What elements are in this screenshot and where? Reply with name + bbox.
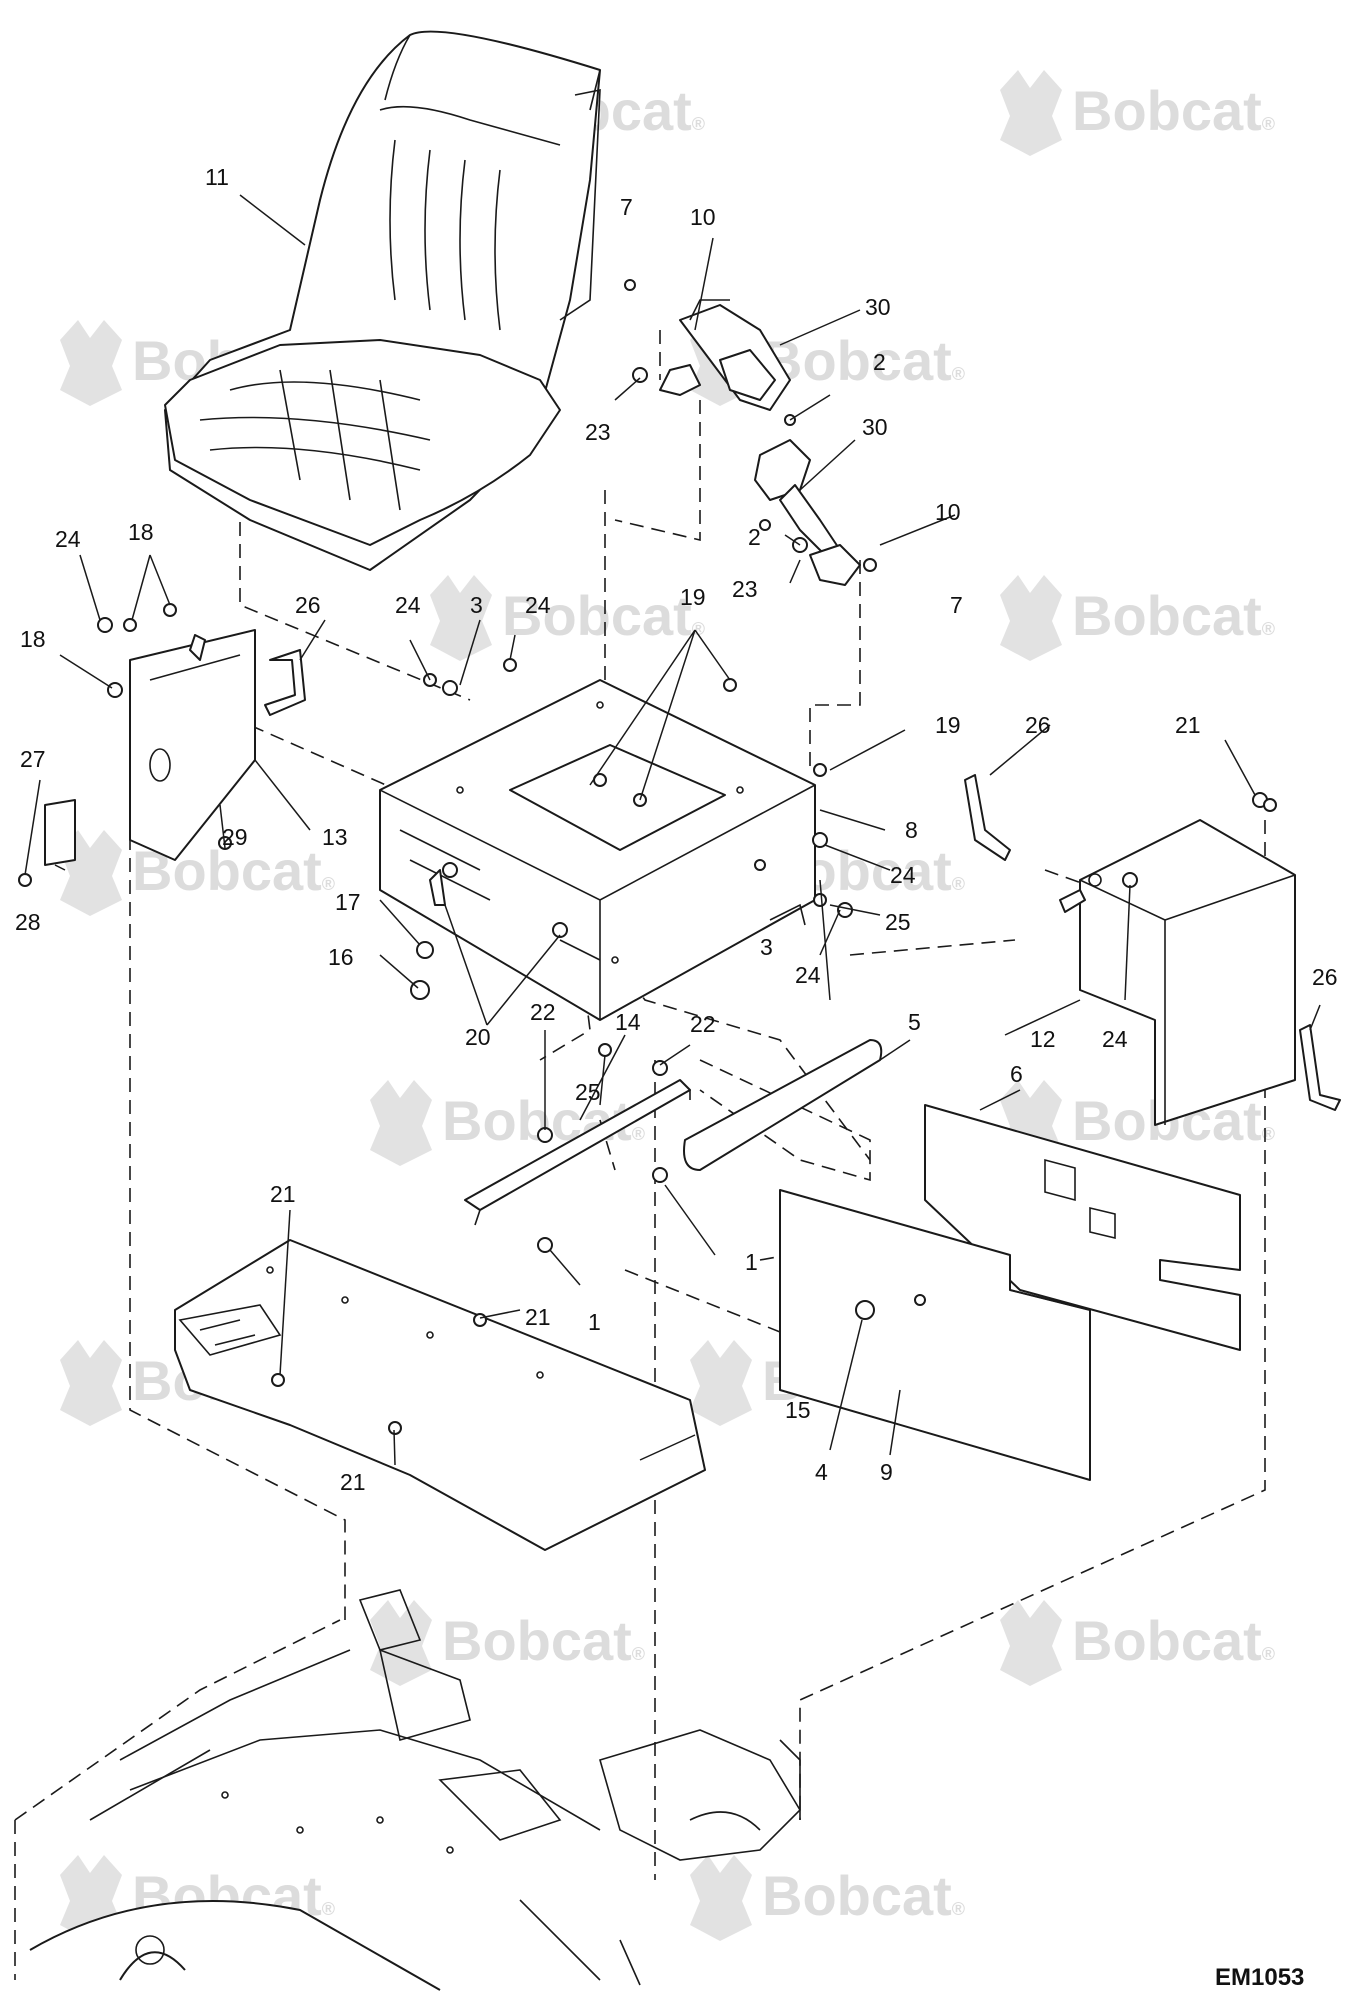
watermark-text: Bobcat®: [762, 329, 965, 392]
callout-label: 7: [620, 194, 633, 220]
callout-labels: 11 7 10 30 2 23 30 2 10 23 7 24 18 26 24…: [15, 164, 1338, 1495]
hardware: [18, 279, 1277, 1435]
belt-brackets[interactable]: [659, 364, 861, 586]
hook-bracket[interactable]: [1299, 1024, 1341, 1111]
callout-label: 30: [865, 294, 891, 320]
front-panel[interactable]: [779, 1189, 1091, 1481]
callout-label: 6: [1010, 1061, 1023, 1087]
bobcat-logo-icon: [60, 320, 122, 406]
callout-label: 14: [615, 1009, 641, 1035]
watermark: Bobcat®: [1000, 70, 1275, 156]
callout-label: 16: [328, 944, 354, 970]
callout-label: 15: [785, 1397, 811, 1423]
callout-label: 18: [128, 519, 154, 545]
bobcat-logo-icon: [1000, 575, 1062, 661]
figure-id: EM1053: [1215, 1964, 1304, 1991]
callout-label: 20: [465, 1024, 491, 1050]
callout-label: 19: [935, 712, 961, 738]
bobcat-logo-icon: [60, 1340, 122, 1426]
callout-label: 24: [395, 592, 421, 618]
callout-label: 22: [690, 1011, 716, 1037]
bobcat-logo-icon: [1000, 70, 1062, 156]
callout-label: 10: [690, 204, 716, 230]
callout-label: 24: [890, 862, 916, 888]
callout-label: 8: [905, 817, 918, 843]
callout-label: 18: [20, 626, 46, 652]
callout-label: 1: [588, 1309, 601, 1335]
callout-label: 21: [270, 1181, 296, 1207]
bobcat-logo-icon: [690, 1855, 752, 1941]
callout-label: 25: [885, 909, 911, 935]
watermark-text: Bobcat®: [502, 584, 705, 647]
angle-bar[interactable]: [464, 1079, 691, 1226]
watermark-text: Bobcat®: [442, 1609, 645, 1672]
latch-plate[interactable]: [44, 799, 76, 866]
callout-label: 17: [335, 889, 361, 915]
callout-label: 23: [585, 419, 611, 445]
callout-label: 13: [322, 824, 348, 850]
callout-label: 26: [295, 592, 321, 618]
callout-label: 3: [760, 934, 773, 960]
bobcat-logo-icon: [690, 1340, 752, 1426]
callout-label: 10: [935, 499, 961, 525]
callout-label: 5: [908, 1009, 921, 1035]
callout-label: 21: [340, 1469, 366, 1495]
hook-bracket[interactable]: [264, 649, 306, 716]
callout-label: 30: [862, 414, 888, 440]
watermark: Bobcat®: [1000, 1600, 1275, 1686]
callout-label: 24: [525, 592, 551, 618]
callout-label: 26: [1312, 964, 1338, 990]
callout-label: 19: [680, 584, 706, 610]
callout-label: 12: [1030, 1026, 1056, 1052]
callout-label: 27: [20, 746, 46, 772]
side-panel-left[interactable]: [129, 629, 256, 861]
watermark-text: Bobcat®: [1072, 1609, 1275, 1672]
watermark-text: Bobcat®: [762, 1864, 965, 1927]
callout-label: 29: [222, 824, 248, 850]
callout-label: 26: [1025, 712, 1051, 738]
callout-label: 24: [795, 962, 821, 988]
callout-label: 7: [950, 592, 963, 618]
callout-label: 25: [575, 1079, 601, 1105]
callout-label: 2: [873, 349, 886, 375]
leader-lines: [24, 194, 1321, 1466]
callout-label: 21: [1175, 712, 1201, 738]
seat-base-box[interactable]: [379, 679, 816, 1021]
callout-label: 1: [745, 1249, 758, 1275]
callout-label: 11: [205, 164, 229, 190]
watermark: Bobcat®: [60, 830, 335, 916]
callout-label: 4: [815, 1459, 828, 1485]
bobcat-logo-icon: [1000, 1600, 1062, 1686]
callout-label: 3: [470, 592, 483, 618]
base-chassis: [14, 1589, 802, 1991]
callout-label: 22: [530, 999, 556, 1025]
bobcat-logo-icon: [370, 1600, 432, 1686]
callout-label: 24: [55, 526, 81, 552]
callout-label: 23: [732, 576, 758, 602]
watermark: Bobcat®: [370, 1600, 645, 1686]
right-cover[interactable]: [1059, 819, 1296, 1126]
hook-bracket[interactable]: [964, 774, 1011, 861]
callout-label: 9: [880, 1459, 893, 1485]
watermark: Bobcat®: [430, 575, 705, 661]
foam-strip[interactable]: [683, 1039, 883, 1171]
bobcat-logo-icon: [430, 575, 492, 661]
seat-belt-upper[interactable]: [679, 299, 791, 411]
callout-label: 2: [748, 524, 761, 550]
callout-label: 24: [1102, 1026, 1128, 1052]
seat-belt-lower[interactable]: [754, 439, 841, 561]
watermark-text: Bobcat®: [1072, 79, 1275, 142]
watermark-text: Bobcat®: [1072, 584, 1275, 647]
bobcat-logo-icon: [370, 1080, 432, 1166]
seat[interactable]: [164, 30, 601, 571]
watermark: Bobcat®: [1000, 575, 1275, 661]
callout-label: 28: [15, 909, 41, 935]
watermark: Bobcat®: [690, 1855, 965, 1941]
floor-plate[interactable]: [174, 1239, 706, 1551]
callout-label: 21: [525, 1304, 551, 1330]
